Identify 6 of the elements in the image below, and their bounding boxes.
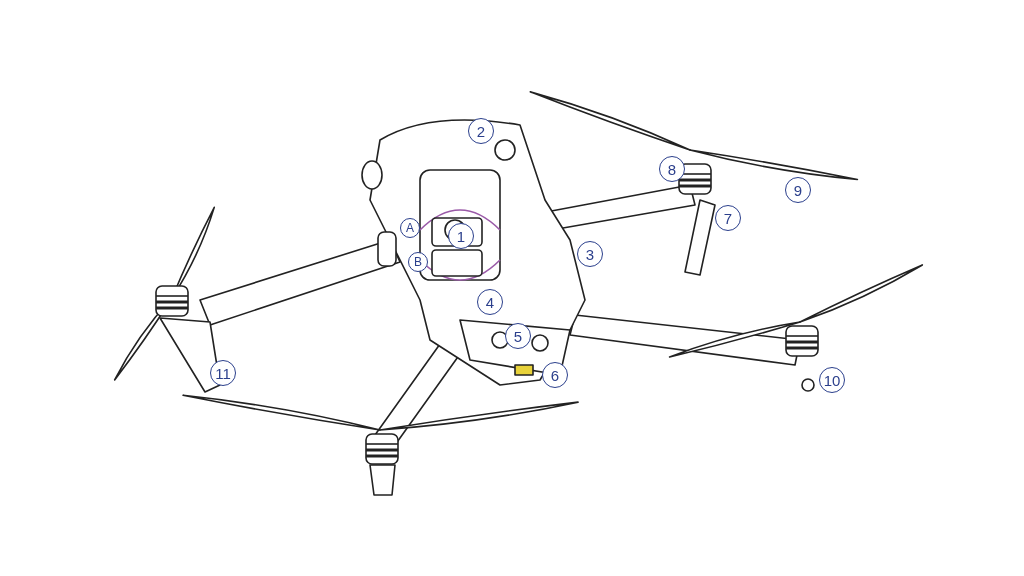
callout-number: 10 <box>819 367 845 393</box>
callout-number: 3 <box>577 241 603 267</box>
callout-number: 8 <box>659 156 685 182</box>
callout-number: 6 <box>542 362 568 388</box>
callout-number: 7 <box>715 205 741 231</box>
callout-number: 9 <box>785 177 811 203</box>
